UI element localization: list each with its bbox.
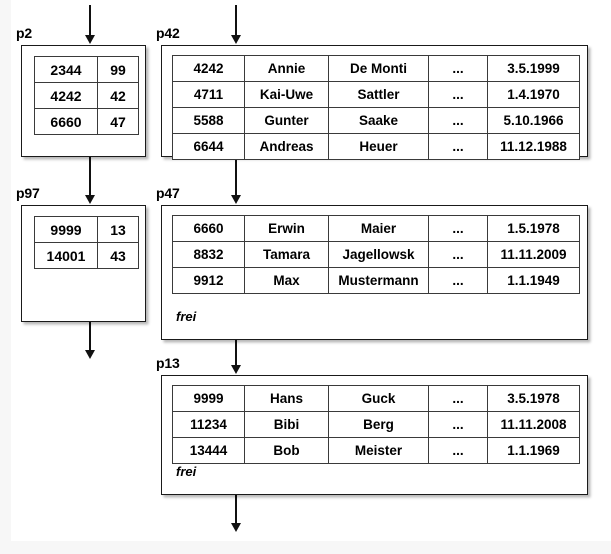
cell-id: 4242 xyxy=(172,55,245,82)
cell-ellipsis: ... xyxy=(428,55,488,82)
index-table-p2: 2344 99 4242 42 6660 47 xyxy=(34,56,139,135)
table-row[interactable]: 6660 Erwin Maier ... 1.5.1978 xyxy=(172,215,580,242)
node-label-p42: p42 xyxy=(156,25,180,41)
cell-lastname: Maier xyxy=(328,215,429,242)
index-pointer: 99 xyxy=(97,56,139,83)
cell-ellipsis: ... xyxy=(428,241,488,268)
cell-firstname: Hans xyxy=(244,385,329,412)
cell-lastname: Sattler xyxy=(328,81,429,108)
index-pointer: 47 xyxy=(97,108,139,135)
cell-id: 8832 xyxy=(172,241,245,268)
cell-id: 11234 xyxy=(172,411,245,438)
index-key: 2344 xyxy=(34,56,98,83)
table-row[interactable]: 9999 Hans Guck ... 3.5.1978 xyxy=(172,385,580,412)
cell-date: 1.4.1970 xyxy=(487,81,580,108)
cell-date: 3.5.1978 xyxy=(487,385,580,412)
data-table-p42: 4242 Annie De Monti ... 3.5.1999 4711 Ka… xyxy=(172,55,580,160)
index-key: 4242 xyxy=(34,82,98,109)
index-pointer: 13 xyxy=(97,216,139,243)
diagram-canvas: p2 2344 99 4242 42 6660 47 p97 xyxy=(11,0,611,541)
cell-lastname: De Monti xyxy=(328,55,429,82)
cell-ellipsis: ... xyxy=(428,385,488,412)
node-label-p2: p2 xyxy=(16,25,32,41)
cell-id: 6660 xyxy=(172,215,245,242)
node-label-p47: p47 xyxy=(156,185,180,201)
table-row[interactable]: 13444 Bob Meister ... 1.1.1969 xyxy=(172,437,580,464)
cell-firstname: Max xyxy=(244,267,329,294)
index-key: 6660 xyxy=(34,108,98,135)
cell-lastname: Heuer xyxy=(328,133,429,160)
data-table-p47: 6660 Erwin Maier ... 1.5.1978 8832 Tamar… xyxy=(172,215,580,294)
table-row[interactable]: 14001 43 xyxy=(34,242,139,269)
cell-lastname: Guck xyxy=(328,385,429,412)
cell-ellipsis: ... xyxy=(428,81,488,108)
table-row[interactable]: 8832 Tamara Jagellowsk ... 11.11.2009 xyxy=(172,241,580,268)
cell-firstname: Tamara xyxy=(244,241,329,268)
node-label-p97: p97 xyxy=(16,185,40,201)
cell-date: 1.5.1978 xyxy=(487,215,580,242)
cell-id: 13444 xyxy=(172,437,245,464)
cell-id: 4711 xyxy=(172,81,245,108)
node-p42[interactable]: 4242 Annie De Monti ... 3.5.1999 4711 Ka… xyxy=(161,45,588,160)
table-row[interactable]: 4242 42 xyxy=(34,82,139,109)
table-row[interactable]: 4242 Annie De Monti ... 3.5.1999 xyxy=(172,55,580,82)
table-row[interactable]: 11234 Bibi Berg ... 11.11.2008 xyxy=(172,411,580,438)
cell-id: 9912 xyxy=(172,267,245,294)
node-p47[interactable]: 6660 Erwin Maier ... 1.5.1978 8832 Tamar… xyxy=(161,205,588,340)
cell-date: 5.10.1966 xyxy=(487,107,580,134)
cell-firstname: Erwin xyxy=(244,215,329,242)
cell-ellipsis: ... xyxy=(428,267,488,294)
table-row[interactable]: 6644 Andreas Heuer ... 11.12.1988 xyxy=(172,133,580,160)
cell-ellipsis: ... xyxy=(428,437,488,464)
cell-ellipsis: ... xyxy=(428,215,488,242)
table-row[interactable]: 4711 Kai-Uwe Sattler ... 1.4.1970 xyxy=(172,81,580,108)
table-row[interactable]: 2344 99 xyxy=(34,56,139,83)
cell-lastname: Saake xyxy=(328,107,429,134)
index-pointer: 43 xyxy=(97,242,139,269)
cell-firstname: Gunter xyxy=(244,107,329,134)
table-row[interactable]: 6660 47 xyxy=(34,108,139,135)
cell-firstname: Bibi xyxy=(244,411,329,438)
node-p97[interactable]: 9999 13 14001 43 xyxy=(21,205,146,322)
cell-date: 1.1.1949 xyxy=(487,267,580,294)
free-space-label-p13: frei xyxy=(176,464,197,479)
cell-ellipsis: ... xyxy=(428,133,488,160)
cell-lastname: Jagellowsk xyxy=(328,241,429,268)
cell-id: 5588 xyxy=(172,107,245,134)
table-row[interactable]: 5588 Gunter Saake ... 5.10.1966 xyxy=(172,107,580,134)
index-table-p97: 9999 13 14001 43 xyxy=(34,216,139,269)
cell-firstname: Bob xyxy=(244,437,329,464)
cell-lastname: Mustermann xyxy=(328,267,429,294)
cell-date: 1.1.1969 xyxy=(487,437,580,464)
cell-id: 6644 xyxy=(172,133,245,160)
node-p13[interactable]: 9999 Hans Guck ... 3.5.1978 11234 Bibi B… xyxy=(161,375,588,495)
cell-firstname: Kai-Uwe xyxy=(244,81,329,108)
cell-firstname: Andreas xyxy=(244,133,329,160)
cell-firstname: Annie xyxy=(244,55,329,82)
cell-date: 11.11.2008 xyxy=(487,411,580,438)
index-key: 9999 xyxy=(34,216,98,243)
free-space-label-p47: frei xyxy=(176,309,197,324)
cell-ellipsis: ... xyxy=(428,107,488,134)
table-row[interactable]: 9999 13 xyxy=(34,216,139,243)
cell-date: 11.12.1988 xyxy=(487,133,580,160)
cell-ellipsis: ... xyxy=(428,411,488,438)
index-pointer: 42 xyxy=(97,82,139,109)
cell-lastname: Meister xyxy=(328,437,429,464)
node-p2[interactable]: 2344 99 4242 42 6660 47 xyxy=(21,45,146,157)
cell-lastname: Berg xyxy=(328,411,429,438)
index-key: 14001 xyxy=(34,242,98,269)
cell-id: 9999 xyxy=(172,385,245,412)
table-row[interactable]: 9912 Max Mustermann ... 1.1.1949 xyxy=(172,267,580,294)
node-label-p13: p13 xyxy=(156,355,180,371)
cell-date: 3.5.1999 xyxy=(487,55,580,82)
data-table-p13: 9999 Hans Guck ... 3.5.1978 11234 Bibi B… xyxy=(172,385,580,464)
cell-date: 11.11.2009 xyxy=(487,241,580,268)
